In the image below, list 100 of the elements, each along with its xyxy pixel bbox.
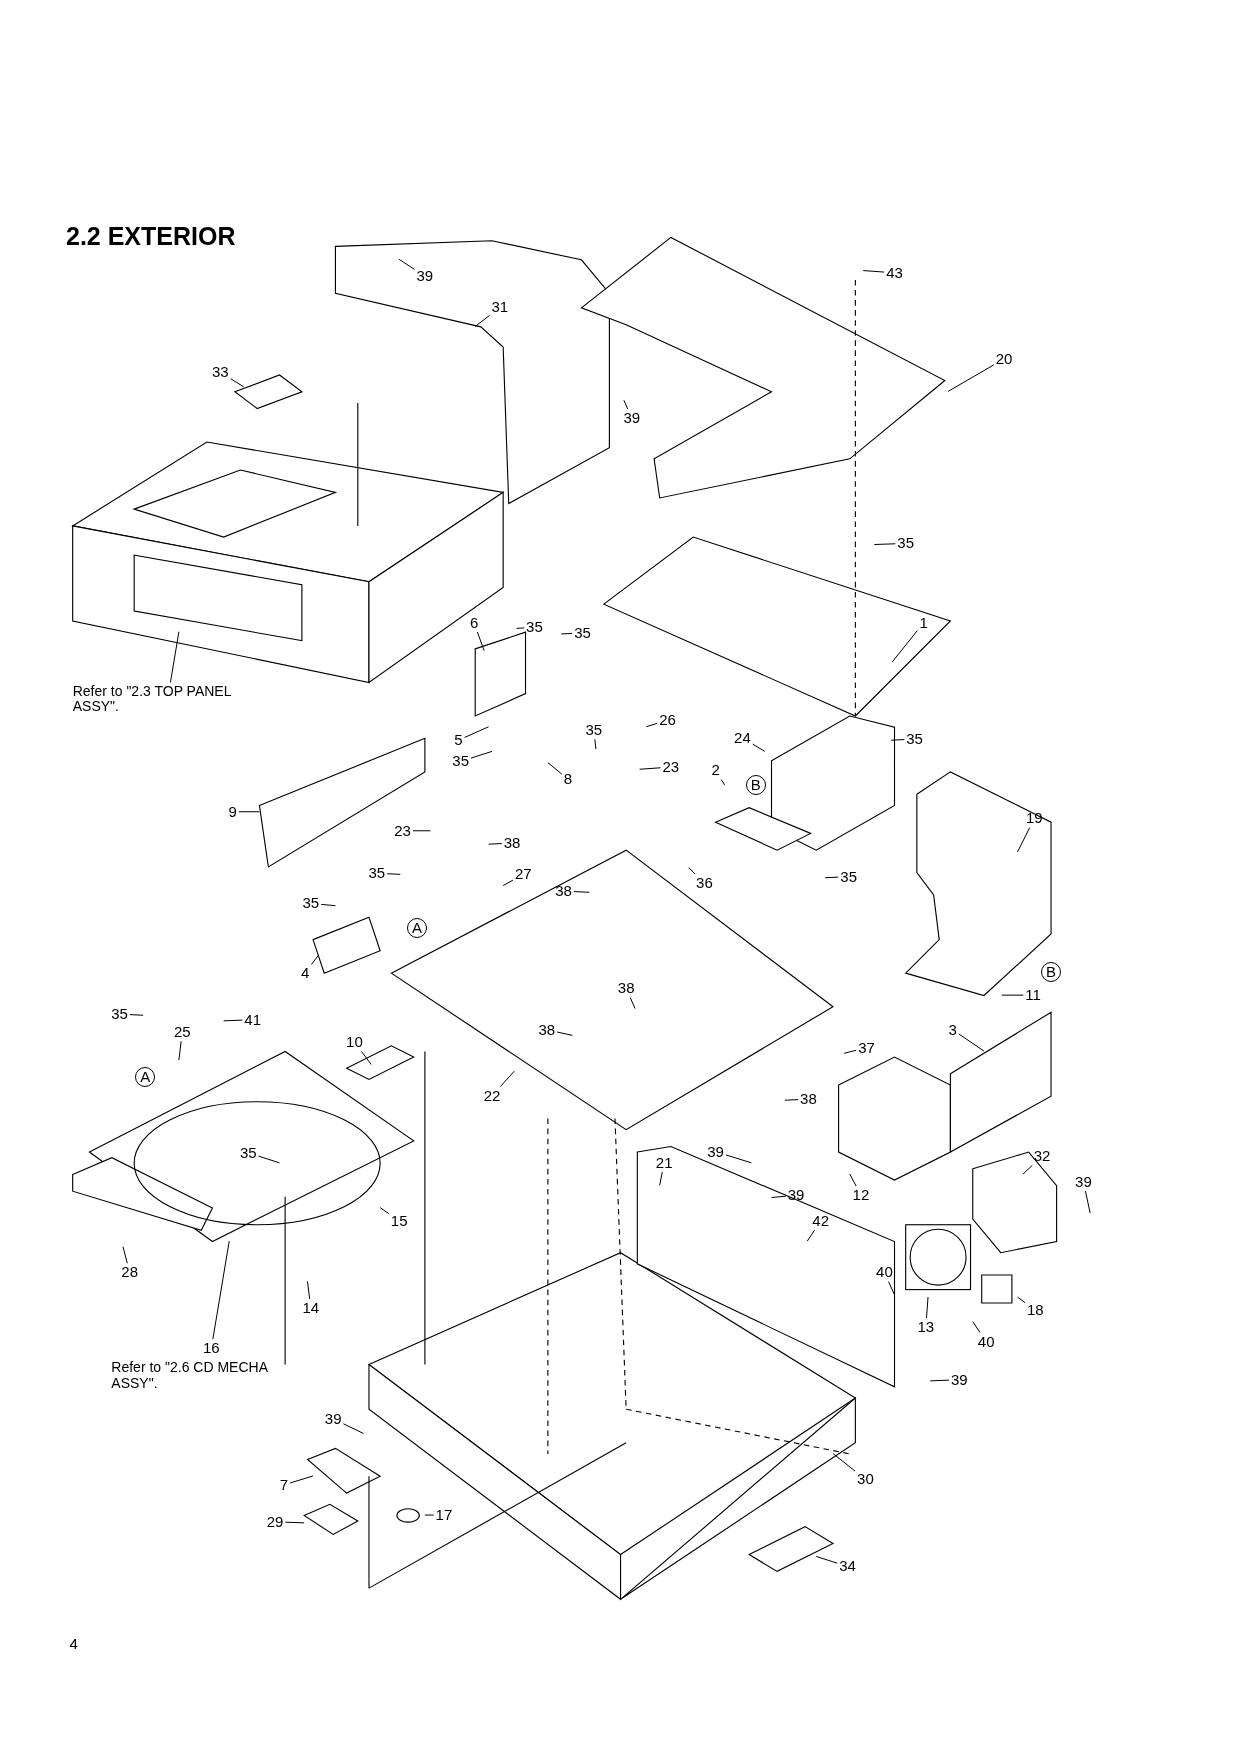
leader-line	[474, 314, 490, 327]
leader-line	[398, 258, 416, 270]
leader-line	[499, 1070, 515, 1087]
leader-line	[947, 364, 995, 392]
reference-note: Refer to "2.6 CD MECHA ASSY".	[110, 1360, 269, 1392]
callout-number: 29	[265, 1513, 285, 1530]
leader-line	[594, 738, 597, 750]
callout-number: 14	[301, 1299, 321, 1317]
leader-line	[1001, 994, 1024, 996]
callout-number: 37	[857, 1039, 876, 1056]
leader-line	[238, 811, 260, 813]
leader-line	[320, 903, 336, 907]
callout-number: 38	[554, 882, 573, 900]
leader-line	[806, 1229, 816, 1242]
leader-line	[890, 739, 905, 741]
callout-number: 39	[1074, 1173, 1093, 1191]
callout-number: 35	[451, 753, 470, 770]
leader-line	[284, 1521, 305, 1524]
callout-number: 35	[573, 624, 592, 642]
callout-number: 34	[838, 1558, 857, 1575]
callout-number: 2	[710, 762, 721, 779]
callout-number: 35	[584, 721, 604, 739]
callout-number: 15	[389, 1212, 409, 1230]
leader-line	[639, 767, 661, 770]
callout-number: 11	[1024, 986, 1042, 1004]
leader-line	[1084, 1190, 1091, 1214]
leader-line	[424, 1514, 435, 1516]
leader-line	[752, 743, 766, 752]
callout-number: 8	[562, 771, 574, 788]
leader-line	[379, 1207, 390, 1215]
leader-line	[573, 891, 590, 893]
reference-note: Refer to "2.3 TOP PANEL ASSY".	[71, 683, 264, 715]
leader-line	[926, 1296, 929, 1319]
callout-number: 7	[278, 1476, 290, 1494]
callout-number: 19	[1024, 810, 1044, 827]
callout-number: 23	[661, 758, 681, 776]
callout-number: 35	[896, 535, 915, 552]
callout-number: 31	[490, 299, 510, 316]
leader-line	[129, 1014, 144, 1016]
callout-number: 38	[502, 834, 522, 852]
callout-number: 16	[201, 1340, 221, 1357]
callout-number: 35	[110, 1005, 129, 1023]
leader-line	[1017, 827, 1031, 853]
callout-number: 21	[654, 1154, 674, 1172]
leader-line	[645, 722, 658, 728]
callout-number: 1	[918, 614, 929, 632]
leader-line	[929, 1379, 950, 1382]
leader-line	[386, 873, 401, 875]
leader-line	[307, 1280, 311, 1300]
leader-line	[891, 630, 918, 663]
callout-number: 26	[658, 711, 677, 729]
callout-number: 13	[916, 1318, 936, 1336]
callout-number: 35	[905, 730, 924, 748]
callout-number: 36	[695, 875, 714, 892]
callout-number: 43	[885, 264, 904, 282]
leader-line	[289, 1475, 314, 1484]
leader-line	[1017, 1296, 1026, 1304]
leader-line	[659, 1171, 663, 1186]
leader-line	[212, 1240, 230, 1340]
leader-line	[230, 378, 245, 388]
callout-number: 32	[1032, 1147, 1052, 1165]
callout-number: 30	[856, 1471, 875, 1488]
leader-line	[556, 1031, 573, 1036]
leader-line	[516, 627, 525, 629]
leader-line	[771, 1195, 787, 1198]
leader-line	[488, 843, 503, 845]
leader-line	[784, 1099, 799, 1101]
callout-number: 40	[976, 1333, 996, 1350]
callout-number: 35	[839, 868, 858, 885]
callout-number: 35	[525, 619, 544, 636]
leader-line	[476, 631, 485, 652]
callout-number: 10	[345, 1033, 364, 1051]
leader-line	[310, 954, 320, 966]
callout-number: 35	[301, 895, 321, 912]
callout-number: 40	[875, 1264, 894, 1281]
callout-number: 39	[622, 409, 642, 427]
leader-line	[258, 1155, 281, 1164]
leader-line	[888, 1281, 895, 1296]
leader-line	[725, 1154, 752, 1164]
callout-number: 39	[323, 1410, 343, 1428]
leader-line	[560, 632, 573, 635]
leader-line	[1022, 1164, 1033, 1175]
callout-number: 42	[811, 1212, 831, 1230]
callout-number: 23	[393, 822, 412, 839]
leader-line	[843, 1049, 857, 1054]
callout-number: 41	[243, 1011, 263, 1028]
callout-number: 6	[468, 614, 480, 632]
callout-number: 9	[227, 803, 238, 820]
callout-number: 5	[453, 731, 464, 749]
callout-number: 39	[415, 267, 435, 285]
callout-number: 39	[706, 1143, 725, 1160]
leader-line	[873, 543, 896, 546]
callout-number: 35	[238, 1144, 258, 1162]
leader-line	[832, 1453, 856, 1472]
callout-number: 28	[120, 1264, 140, 1281]
callout-number: 33	[210, 364, 230, 381]
leader-line	[470, 750, 493, 759]
leader-line	[169, 631, 180, 683]
leader-line	[464, 726, 490, 738]
leader-line	[178, 1040, 182, 1061]
